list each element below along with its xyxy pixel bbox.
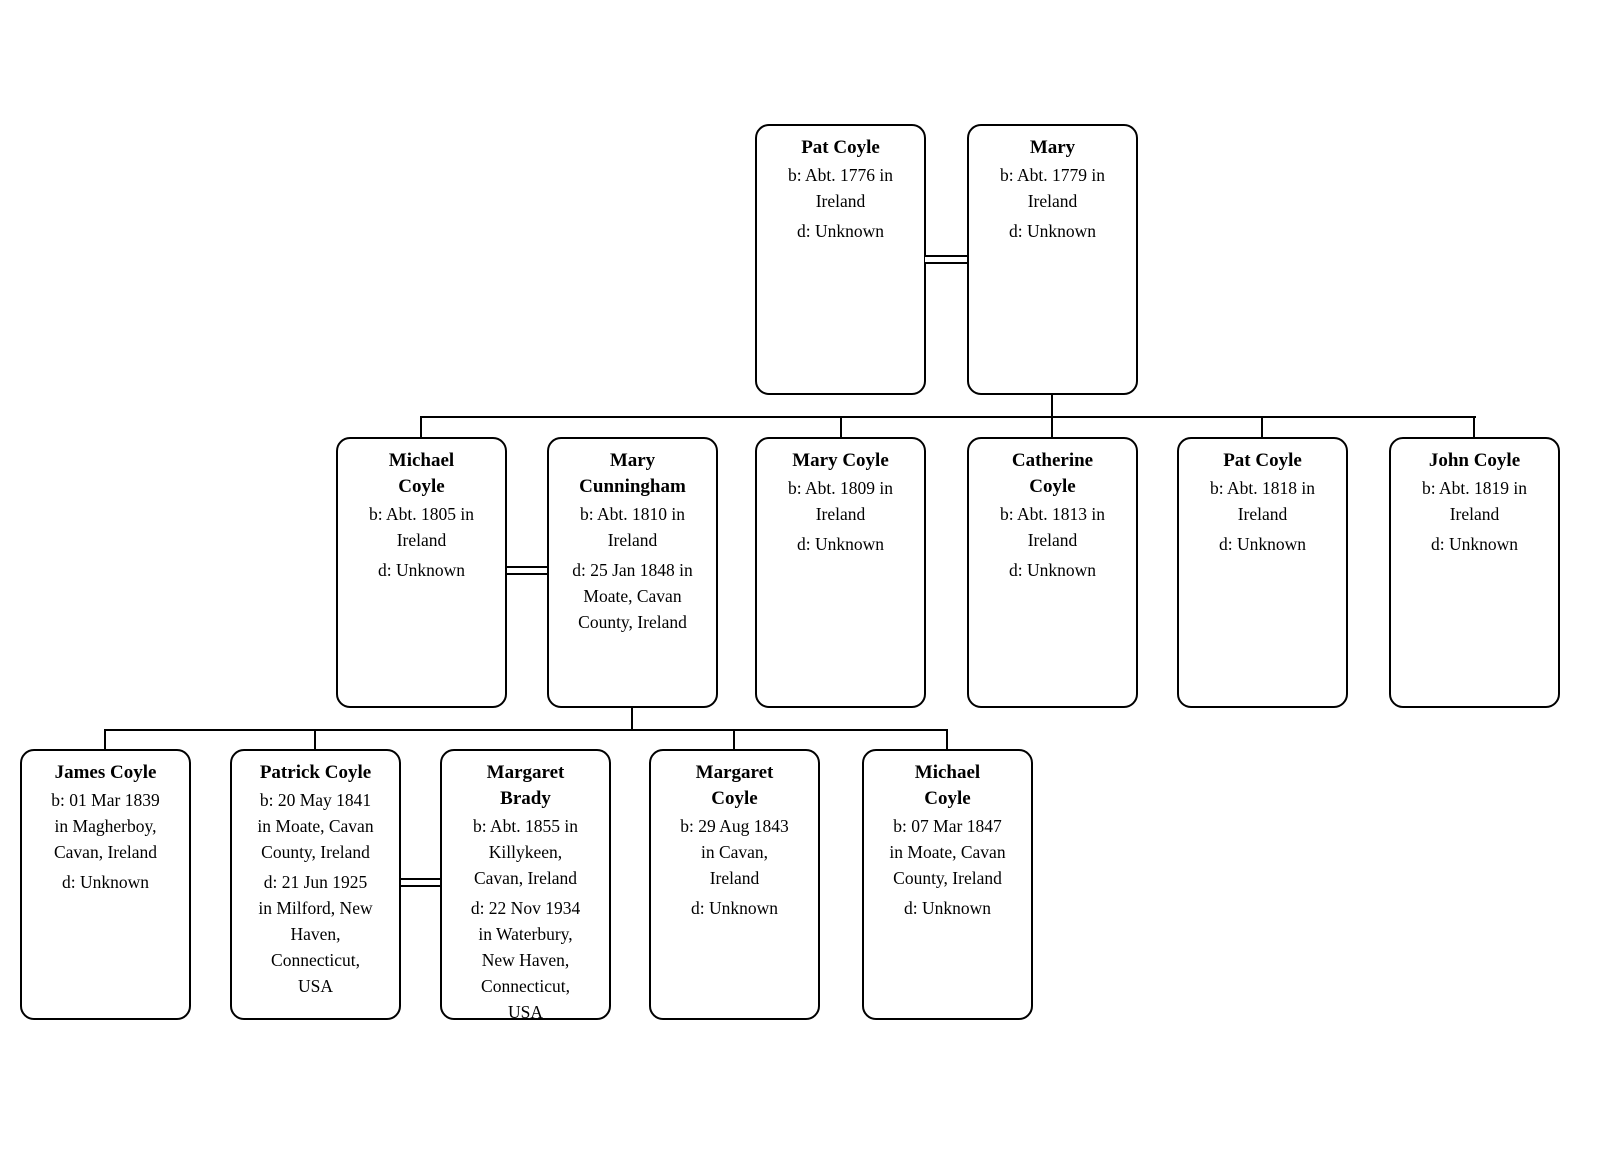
person-death: d: Unknown [690, 898, 778, 918]
sibling-bus-line [104, 729, 948, 731]
person-name: John Coyle [1428, 450, 1521, 471]
parent-drop-line [1051, 395, 1053, 417]
parent-drop-line [631, 708, 633, 730]
person-death: d: Unknown [1218, 534, 1306, 554]
person-death: d: Unknown [61, 872, 149, 892]
child-drop-line [104, 730, 106, 749]
person-name: Mary Cunningham [579, 450, 686, 497]
person-birth: b: 29 Aug 1843 in Cavan, Ireland [680, 816, 789, 888]
person-name: Catherine Coyle [1011, 450, 1094, 497]
person-birth: b: 07 Mar 1847 in Moate, Cavan County, I… [889, 816, 1006, 888]
person-box-mary-sr: Mary b: Abt. 1779 in Ireland d: Unknown [967, 124, 1138, 395]
person-death: d: 22 Nov 1934 in Waterbury, New Haven, … [470, 898, 581, 1022]
marriage-line-patrick-margaretbrady [401, 878, 440, 887]
person-box-pat-coyle-sr: Pat Coyle b: Abt. 1776 in Ireland d: Unk… [755, 124, 926, 395]
person-death: d: 25 Jan 1848 in Moate, Cavan County, I… [572, 560, 693, 632]
person-death: d: Unknown [1008, 221, 1096, 241]
person-box-margaret-coyle: Margaret Coyle b: 29 Aug 1843 in Cavan, … [649, 749, 820, 1020]
person-birth: b: Abt. 1818 in Ireland [1209, 478, 1315, 524]
person-box-john-coyle: John Coyle b: Abt. 1819 in Ireland d: Un… [1389, 437, 1560, 708]
person-birth: b: Abt. 1805 in Ireland [368, 504, 474, 550]
person-name: Patrick Coyle [259, 762, 372, 783]
person-birth: b: Abt. 1779 in Ireland [999, 165, 1105, 211]
person-death: d: Unknown [377, 560, 465, 580]
child-drop-line [733, 730, 735, 749]
person-box-pat-coyle-jr: Pat Coyle b: Abt. 1818 in Ireland d: Unk… [1177, 437, 1348, 708]
person-birth: b: 01 Mar 1839 in Magherboy, Cavan, Irel… [51, 790, 160, 862]
person-death: d: 21 Jun 1925 in Milford, New Haven, Co… [258, 872, 373, 996]
person-death: d: Unknown [903, 898, 991, 918]
person-box-patrick-coyle: Patrick Coyle b: 20 May 1841 in Moate, C… [230, 749, 401, 1020]
person-name: Pat Coyle [1223, 450, 1302, 471]
person-death: d: Unknown [796, 534, 884, 554]
person-name: James Coyle [54, 762, 157, 783]
person-name: Mary Coyle [792, 450, 889, 471]
child-drop-line [1261, 417, 1263, 437]
marriage-line-michael-marycunningham [507, 566, 547, 575]
person-box-catherine-coyle: Catherine Coyle b: Abt. 1813 in Ireland … [967, 437, 1138, 708]
child-drop-line [946, 730, 948, 749]
person-death: d: Unknown [1430, 534, 1518, 554]
person-box-margaret-brady: Margaret Brady b: Abt. 1855 in Killykeen… [440, 749, 611, 1022]
person-box-james-coyle: James Coyle b: 01 Mar 1839 in Magherboy,… [20, 749, 191, 1020]
person-death: d: Unknown [1008, 560, 1096, 580]
person-name: Pat Coyle [801, 137, 880, 158]
person-name: Margaret Coyle [695, 762, 774, 809]
person-birth: b: Abt. 1819 in Ireland [1421, 478, 1527, 524]
person-name: Mary [1029, 137, 1076, 158]
person-box-mary-cunningham: Mary Cunningham b: Abt. 1810 in Ireland … [547, 437, 718, 708]
sibling-bus-line [420, 416, 1476, 418]
child-drop-line [840, 417, 842, 437]
person-birth: b: Abt. 1810 in Ireland [579, 504, 685, 550]
person-birth: b: 20 May 1841 in Moate, Cavan County, I… [257, 790, 374, 862]
child-drop-line [314, 730, 316, 749]
person-birth: b: Abt. 1776 in Ireland [787, 165, 893, 211]
person-death: d: Unknown [796, 221, 884, 241]
person-box-michael-coyle: Michael Coyle b: Abt. 1805 in Ireland d:… [336, 437, 507, 708]
person-box-mary-coyle: Mary Coyle b: Abt. 1809 in Ireland d: Un… [755, 437, 926, 708]
child-drop-line [1473, 417, 1475, 437]
person-name: Michael Coyle [388, 450, 455, 497]
child-drop-line [1051, 417, 1053, 437]
person-name: Margaret Brady [486, 762, 565, 809]
marriage-line-pat-mary [925, 255, 967, 264]
person-birth: b: Abt. 1855 in Killykeen, Cavan, Irelan… [472, 816, 578, 888]
person-name: Michael Coyle [914, 762, 981, 809]
person-birth: b: Abt. 1813 in Ireland [999, 504, 1105, 550]
person-birth: b: Abt. 1809 in Ireland [787, 478, 893, 524]
child-drop-line [420, 417, 422, 437]
person-box-michael-coyle-iii: Michael Coyle b: 07 Mar 1847 in Moate, C… [862, 749, 1033, 1020]
